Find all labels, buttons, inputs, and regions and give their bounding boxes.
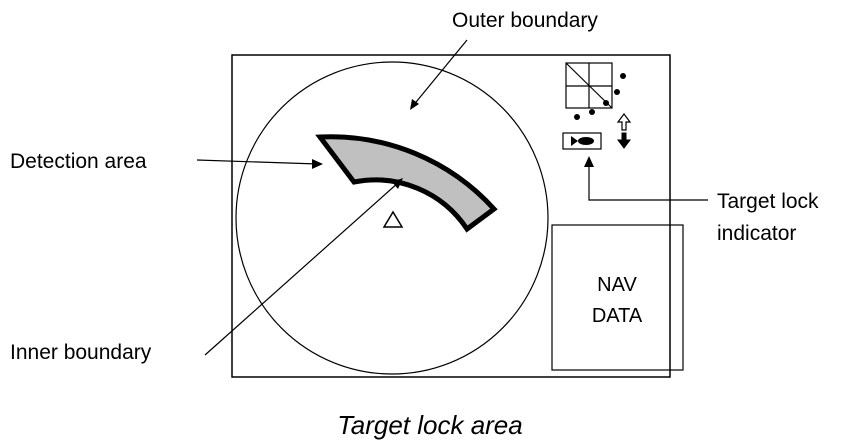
down-arrow-icon — [617, 132, 631, 149]
figure-caption: Target lock area — [337, 410, 522, 440]
target-lock-indicator-label-line1: Target lock — [717, 190, 819, 213]
trail-dot — [589, 109, 595, 115]
target-lock-indicator-label-line2: indicator — [717, 222, 796, 245]
detection-area-arrowhead — [312, 159, 323, 169]
target-lock-indicator-leader — [588, 163, 708, 201]
outer-boundary-arrowhead — [410, 99, 419, 110]
nav-data-line1: NAV — [597, 274, 637, 296]
outer-boundary-label: Outer boundary — [452, 9, 598, 32]
nav-data-line2: DATA — [592, 305, 643, 327]
detection-area-leader — [196, 159, 319, 165]
detection-area-sector — [315, 134, 498, 233]
detection-area-label: Detection area — [10, 150, 147, 173]
dot-trail — [574, 73, 626, 120]
outer-boundary-leader — [411, 39, 468, 108]
trail-dot — [603, 100, 609, 106]
inner-boundary-leader — [204, 181, 400, 356]
trail-dot — [614, 89, 620, 95]
trail-dot — [574, 114, 580, 120]
fish-box — [562, 132, 602, 150]
fish-icon — [571, 136, 594, 146]
range-circle — [235, 61, 549, 375]
trail-dot — [620, 73, 626, 79]
nav-data-box — [551, 224, 684, 371]
target-lock-indicator-graphic — [562, 62, 632, 150]
up-arrow-icon — [616, 113, 632, 131]
target-lock-indicator-arrowhead — [584, 156, 594, 167]
display-frame — [231, 54, 671, 378]
inner-boundary-label: Inner boundary — [10, 341, 152, 364]
inner-boundary-arrowhead — [392, 178, 403, 189]
own-ship-triangle-icon — [382, 210, 404, 228]
